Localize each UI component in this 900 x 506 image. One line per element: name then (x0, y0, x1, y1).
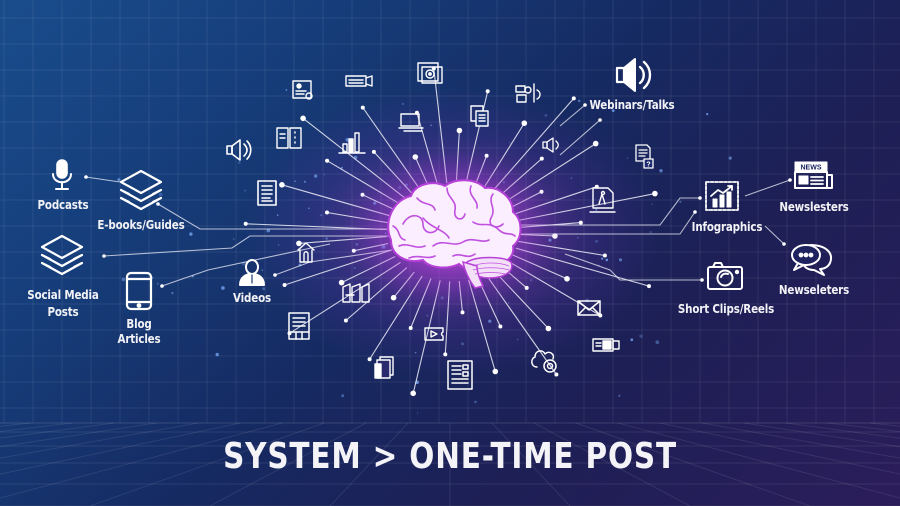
chat-icon (791, 244, 832, 276)
speaker-icon (615, 58, 652, 92)
svg-text:NEWS: NEWS (801, 165, 822, 172)
user-icon (239, 259, 265, 286)
diagram-icon (589, 187, 616, 213)
label-webinars-talks: Webinars/Talks (589, 98, 675, 112)
photo-camera-icon (417, 62, 443, 84)
microphone-icon (52, 159, 72, 190)
floorplan-icon (342, 283, 370, 303)
chart-icon (705, 181, 739, 211)
camera-icon (707, 262, 743, 290)
label-ebooks-guides: E-books/Guides (97, 218, 185, 232)
label-line: Articles (117, 332, 161, 346)
speaker-icon (226, 139, 252, 161)
mail-icon (577, 300, 601, 316)
video-ticket-icon (424, 327, 444, 341)
id-card-icon (592, 338, 620, 352)
cloud-settings-icon (531, 350, 557, 373)
label-line: Blog (126, 317, 152, 331)
label-podcasts: Podcasts (37, 198, 89, 212)
house-icon (297, 242, 315, 263)
ereader-icon (288, 312, 310, 340)
label-short-clips-reels: Short Clips/Reels (677, 302, 775, 316)
label-line: Social Media (27, 288, 99, 302)
newspaper-icon: NEWS (794, 161, 833, 189)
laptop-icon (398, 113, 424, 132)
projector-icon (345, 75, 373, 87)
label-newseleters: Newseleters (778, 283, 850, 297)
layers-icon (40, 234, 84, 276)
headline: SYSTEM > ONE-TIME POST (223, 436, 677, 477)
certificate-icon (292, 80, 313, 100)
label-blog-articles: Blog Articles (109, 317, 169, 347)
label-line: Posts (47, 305, 79, 319)
speaker-icon (542, 137, 559, 153)
article-icon (447, 360, 473, 390)
faq-document-icon: ? (635, 144, 654, 169)
bar-chart-icon (338, 132, 366, 154)
svg-text:?: ? (646, 162, 650, 169)
label-newsletters: Newslesters (779, 200, 849, 214)
document-icon (257, 180, 277, 206)
pages-icon (374, 356, 394, 379)
books-icon (276, 127, 302, 149)
flowchart-icon (515, 83, 541, 103)
label-infographics: Infographics (691, 220, 763, 234)
label-videos: Videos (233, 291, 271, 305)
smartphone-icon (125, 271, 153, 311)
label-social-media-posts: Social Media Posts (19, 288, 107, 320)
documents-icon (470, 105, 489, 127)
layers-icon (119, 169, 163, 211)
